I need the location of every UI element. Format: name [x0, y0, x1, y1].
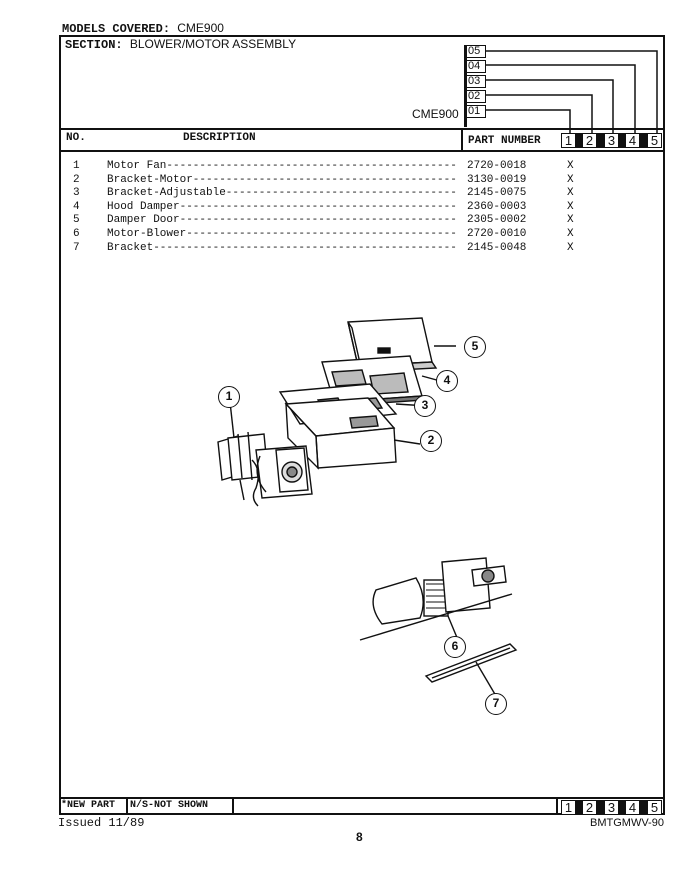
model-code-box: 02 — [466, 90, 486, 103]
part-no: 6 — [73, 228, 80, 240]
model-column-divider — [640, 800, 647, 815]
model-column-divider — [597, 800, 604, 815]
part-number-column-separator — [461, 128, 463, 150]
footer-divider — [59, 797, 665, 799]
part-number: 3130-0019 — [467, 173, 527, 186]
bracket-drawing — [424, 643, 518, 683]
column-description: DESCRIPTION — [183, 132, 256, 144]
model-column-1: 1 — [561, 133, 576, 148]
dot-leader: ----------------------------------------… — [186, 228, 457, 240]
model-column-2: 2 — [582, 133, 597, 148]
dot-leader: ----------------------------------- — [225, 187, 457, 200]
model-column-divider — [619, 800, 625, 815]
models-covered-label: MODELS COVERED: — [62, 22, 171, 36]
model-mark: X — [567, 241, 574, 254]
dot-leader: ----------------------------------------… — [166, 160, 457, 172]
part-number: 2305-0002 — [467, 214, 527, 227]
dot-leader: ----------------------------------------… — [153, 241, 457, 254]
motor-fan-drawing — [217, 431, 313, 507]
part-no: 1 — [73, 160, 80, 172]
footer-separator-3 — [556, 797, 558, 815]
model-column-divider — [576, 133, 582, 148]
model-column-2: 2 — [582, 800, 597, 815]
column-part-number: PART NUMBER — [468, 135, 541, 147]
section-label: SECTION: — [65, 38, 123, 52]
callout-1: 1 — [218, 386, 240, 408]
part-no: 5 — [73, 214, 80, 227]
motor-blower-drawing — [359, 557, 513, 641]
part-no: 3 — [73, 187, 80, 200]
model-column-4: 4 — [625, 133, 640, 148]
part-description: Bracket — [107, 241, 154, 254]
model-column-5: 5 — [647, 800, 662, 815]
dot-leader: ---------------------------------------- — [192, 173, 457, 186]
model-mark: X — [567, 200, 574, 213]
dot-leader: ----------------------------------------… — [179, 214, 457, 227]
dot-leader: ----------------------------------------… — [179, 200, 457, 213]
model-mark: X — [567, 214, 574, 227]
model-code-box: 04 — [466, 60, 486, 73]
model-code-bar — [464, 45, 467, 127]
issued-date: Issued 11/89 — [58, 816, 145, 830]
part-no: 7 — [73, 241, 80, 254]
model-code-box: 05 — [466, 45, 486, 58]
part-number: 2720-0018 — [467, 160, 527, 172]
part-description: Motor Fan — [107, 160, 167, 172]
column-header-divider — [59, 150, 665, 152]
callout-4: 4 — [436, 370, 458, 392]
section-value: BLOWER/MOTOR ASSEMBLY — [129, 37, 297, 51]
model-mark: X — [567, 228, 574, 240]
model-column-divider — [597, 133, 604, 148]
model-mark: X — [567, 173, 574, 186]
part-number: 2720-0010 — [467, 228, 527, 240]
part-no: 2 — [73, 173, 80, 186]
model-code-box: 03 — [466, 75, 486, 88]
callout-2: 2 — [420, 430, 442, 452]
model-column-divider — [640, 133, 647, 148]
part-description: Bracket-Motor — [107, 173, 193, 186]
not-shown-legend: N/S-NOT SHOWN — [130, 800, 209, 811]
model-name: CME900 — [412, 107, 459, 121]
model-column-1: 1 — [561, 800, 576, 815]
callout-3: 3 — [414, 395, 436, 417]
callout-7: 7 — [485, 693, 507, 715]
models-covered: MODELS COVERED: CME900 — [62, 21, 224, 36]
footer-separator-1 — [126, 797, 128, 815]
callout-5: 5 — [464, 336, 486, 358]
model-column-4: 4 — [625, 800, 640, 815]
model-mark: X — [567, 160, 574, 172]
new-part-legend: *NEW PART — [61, 800, 116, 811]
page-number: 8 — [356, 830, 363, 844]
model-column-5: 5 — [647, 133, 662, 148]
part-number: 2145-0075 — [467, 187, 527, 200]
header-divider — [59, 128, 665, 130]
footer-separator-2 — [232, 797, 234, 815]
callout-6: 6 — [444, 636, 466, 658]
model-column-divider — [619, 133, 625, 148]
document-code: BMTGMWV-90 — [590, 817, 664, 829]
part-description: Damper Door — [107, 214, 180, 227]
models-covered-value: CME900 — [177, 21, 224, 35]
model-column-3: 3 — [604, 800, 619, 815]
part-description: Bracket-Adjustable — [107, 187, 226, 200]
motor-bracket-drawing — [284, 397, 397, 470]
part-description: Motor-Blower — [107, 228, 187, 240]
model-column-divider — [576, 800, 582, 815]
model-mark: X — [567, 187, 574, 200]
column-no: NO. — [66, 132, 86, 144]
section-title: SECTION: BLOWER/MOTOR ASSEMBLY — [65, 37, 296, 52]
model-code-box: 01 — [466, 105, 486, 118]
model-column-connectors — [486, 50, 658, 136]
model-column-3: 3 — [604, 133, 619, 148]
part-number: 2360-0003 — [467, 200, 527, 213]
part-number: 2145-0048 — [467, 241, 527, 254]
part-description: Hood Damper — [107, 200, 180, 213]
page-frame — [59, 35, 665, 815]
part-no: 4 — [73, 200, 80, 213]
exploded-diagram — [217, 317, 518, 697]
